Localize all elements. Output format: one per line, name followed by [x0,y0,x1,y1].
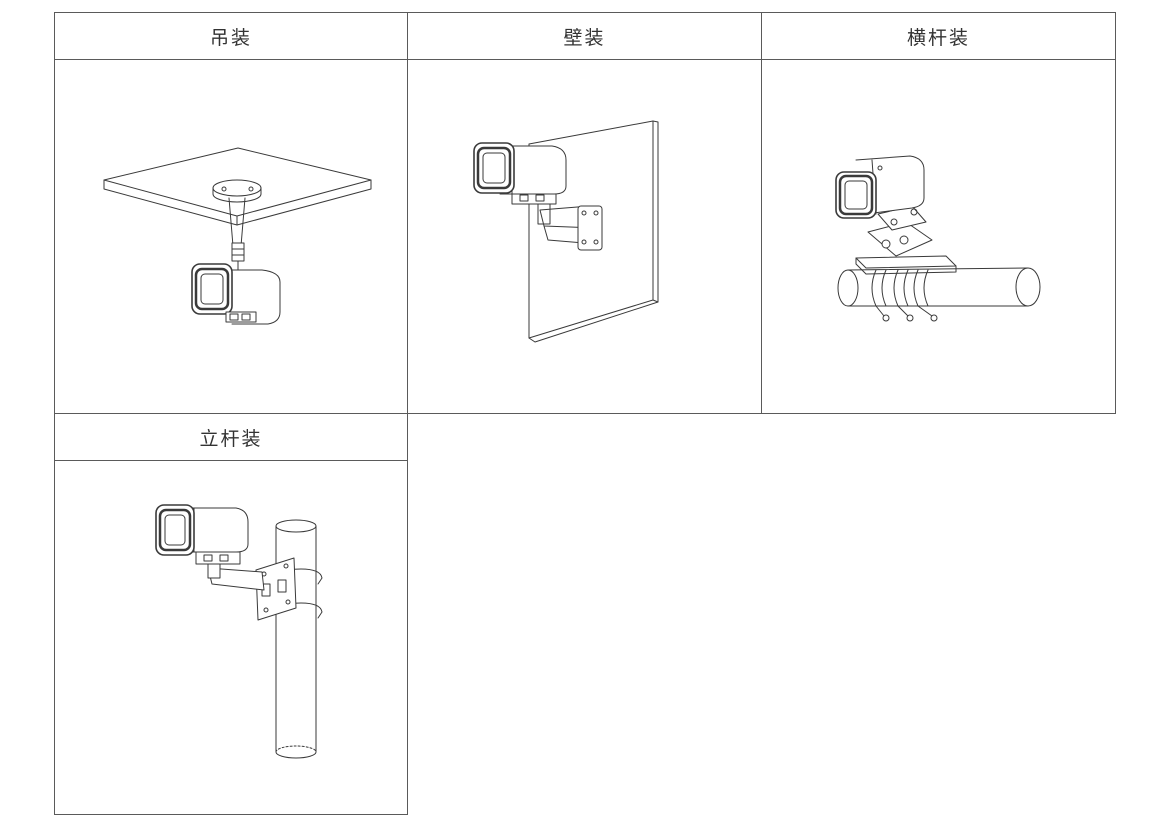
cell-horizontal-pole-mount [761,59,1116,414]
ceiling-mount-illustration [104,148,371,324]
wall-mount-illustration [474,121,658,342]
vertical-pole-mount-illustration [156,505,322,758]
horizontal-pole-mount-illustration [836,156,1040,321]
